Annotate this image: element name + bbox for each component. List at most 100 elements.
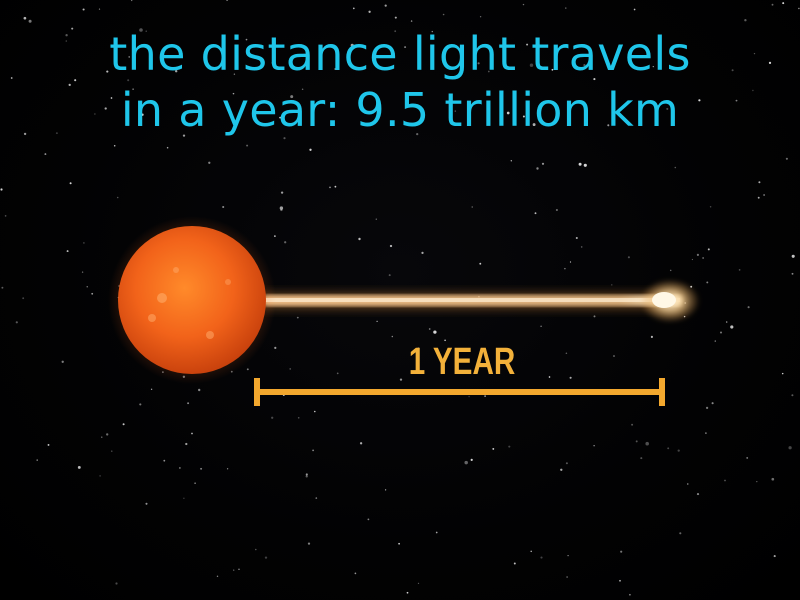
background-star [627, 256, 630, 259]
background-star [788, 446, 792, 450]
background-star [131, 0, 133, 2]
background-star [479, 262, 482, 265]
background-star [99, 475, 101, 477]
background-star [334, 68, 337, 70]
background-star [309, 148, 312, 151]
background-star [687, 483, 689, 485]
background-star [417, 347, 420, 349]
background-star [233, 569, 235, 571]
background-star [532, 123, 536, 127]
background-star [791, 254, 795, 258]
background-star [735, 99, 738, 102]
background-star [569, 261, 572, 263]
background-star [431, 30, 433, 33]
background-star [471, 206, 473, 208]
background-star [183, 497, 185, 499]
background-star [551, 68, 554, 71]
background-star [391, 335, 394, 338]
background-star [709, 205, 712, 208]
background-star [669, 269, 672, 272]
caption-line-2: in a year: 9.5 trillion km [120, 83, 680, 137]
background-star [81, 271, 84, 273]
background-star [111, 450, 113, 452]
background-star [226, 0, 229, 2]
background-star [305, 475, 308, 478]
background-star [593, 315, 596, 318]
background-star [506, 111, 510, 115]
background-star [529, 63, 534, 67]
background-star [433, 330, 437, 334]
background-star [791, 394, 794, 397]
background-star [290, 95, 294, 99]
background-star [611, 284, 613, 286]
background-star [36, 459, 38, 461]
background-star [179, 467, 181, 469]
background-star [65, 34, 68, 37]
background-star [271, 416, 274, 419]
background-star [583, 64, 586, 67]
background-star [724, 479, 726, 482]
background-star [185, 442, 188, 446]
background-star [730, 325, 734, 329]
background-star [15, 321, 18, 324]
background-star [513, 562, 516, 565]
background-star [442, 13, 445, 16]
background-star [666, 107, 669, 110]
background-star [640, 457, 643, 460]
background-star [312, 449, 314, 452]
background-star [404, 46, 407, 49]
background-star [454, 110, 457, 112]
background-star [65, 40, 68, 42]
background-star [635, 440, 638, 443]
background-star [246, 368, 249, 371]
background-star [705, 406, 709, 410]
background-star [679, 532, 682, 535]
background-star [633, 8, 636, 11]
background-star [10, 77, 13, 79]
background-star [564, 267, 566, 270]
background-star [763, 194, 765, 196]
background-star [470, 458, 473, 461]
background-star [384, 4, 387, 7]
background-star [410, 20, 413, 22]
background-star [280, 191, 284, 194]
background-star [314, 410, 316, 413]
background-star [245, 38, 248, 41]
background-star [534, 212, 537, 215]
background-star [565, 352, 568, 355]
background-star [350, 43, 354, 47]
background-star [757, 196, 760, 199]
background-star [541, 162, 545, 165]
background-star [94, 113, 96, 115]
background-star [492, 447, 495, 450]
background-star [394, 16, 397, 19]
background-star [791, 272, 794, 275]
background-star [22, 297, 25, 300]
background-star [182, 134, 186, 137]
background-star [127, 79, 130, 82]
background-star [725, 321, 728, 323]
definition-caption: the distance light travels in a year: 9.… [0, 26, 800, 138]
background-star [232, 92, 235, 95]
background-star [575, 236, 578, 240]
background-star [631, 423, 634, 426]
background-star [771, 3, 774, 6]
background-star [711, 402, 714, 405]
background-star [358, 237, 361, 241]
background-star [389, 244, 393, 248]
caption-line-1: the distance light travels [109, 27, 691, 81]
background-star [113, 145, 116, 147]
background-star [785, 157, 788, 160]
background-star [540, 556, 543, 559]
star-sun-icon [108, 216, 276, 384]
background-star [139, 403, 142, 406]
background-star [569, 376, 572, 379]
background-star [0, 188, 3, 191]
background-star [565, 7, 567, 9]
background-star [536, 167, 539, 170]
background-star [477, 62, 480, 65]
background-star [753, 52, 756, 55]
background-star [110, 97, 113, 99]
background-star [187, 402, 190, 405]
background-star [222, 205, 225, 209]
